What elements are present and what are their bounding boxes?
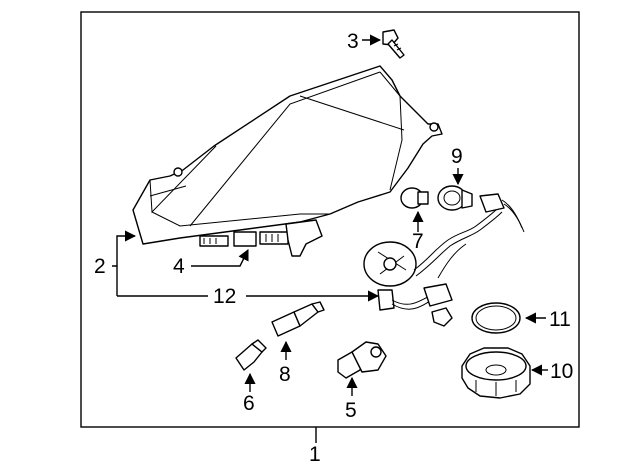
callout-2: 2 [94, 255, 106, 278]
dust-cap[interactable] [461, 347, 531, 399]
callout-7: 7 [412, 230, 424, 253]
leader-4 [191, 248, 249, 267]
low-beam-bulb[interactable] [337, 341, 387, 379]
callout-1: 1 [309, 443, 321, 466]
callout-12: 12 [213, 285, 236, 308]
callout-6: 6 [243, 392, 255, 415]
callout-3: 3 [347, 30, 359, 53]
headlamp-housing[interactable] [132, 65, 443, 257]
side-marker-bulb[interactable] [235, 339, 267, 371]
diagram-frame [80, 11, 580, 428]
callout-8: 8 [279, 363, 291, 386]
seal-ring[interactable] [471, 302, 521, 334]
wiring-harness[interactable] [363, 193, 525, 327]
leader-2 [112, 230, 137, 267]
callout-5: 5 [345, 399, 357, 422]
callout-10: 10 [550, 360, 573, 383]
callout-4: 4 [173, 255, 185, 278]
callout-11: 11 [549, 308, 571, 331]
mounting-bolt[interactable] [382, 29, 405, 59]
callout-9: 9 [451, 145, 463, 168]
position-bulb[interactable] [271, 301, 325, 337]
turn-signal-bulb[interactable] [400, 187, 429, 209]
bulb-socket[interactable] [437, 185, 473, 211]
